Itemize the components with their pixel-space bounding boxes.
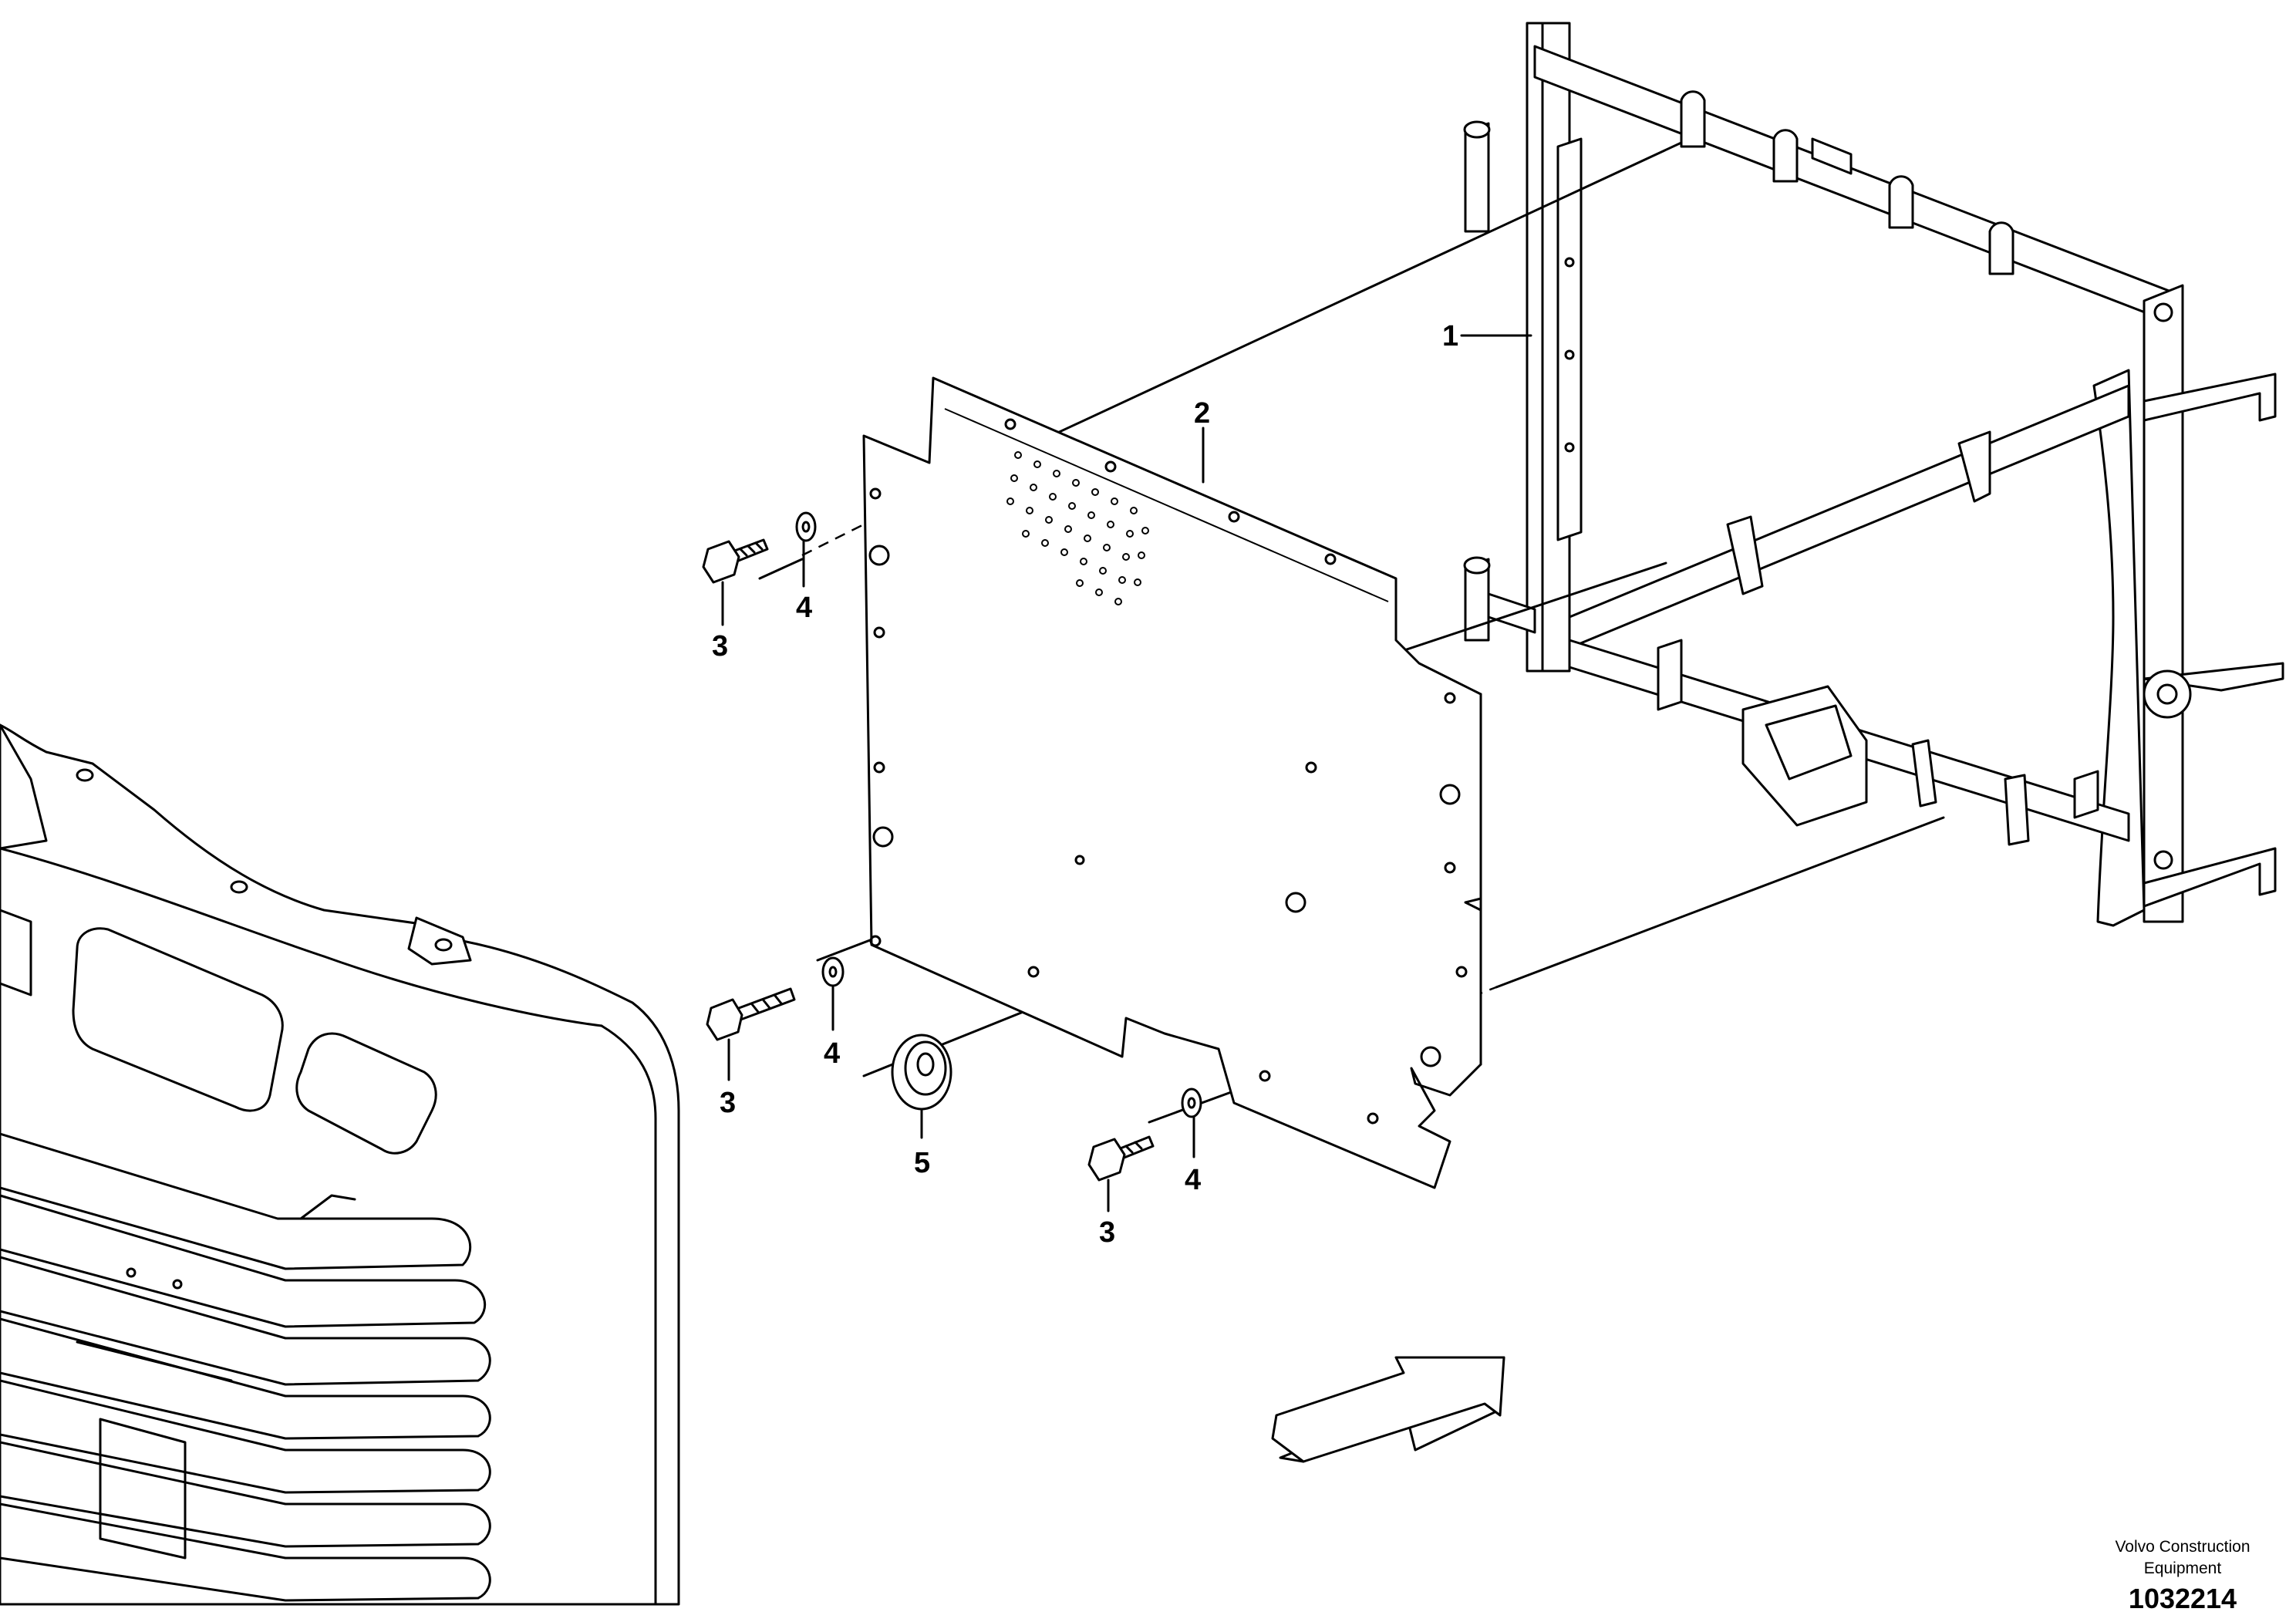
callout-1: 1 <box>1442 320 1458 352</box>
brand-name: Volvo Construction <box>2115 1538 2250 1556</box>
arrow-icon <box>1271 1356 1505 1463</box>
callout-4-middle: 4 <box>824 1037 840 1070</box>
brand-subtitle: Equipment <box>2144 1560 2222 1577</box>
callout-leaders <box>721 334 1532 1212</box>
callout-3-lower: 3 <box>1099 1216 1115 1249</box>
callout-3-top: 3 <box>712 630 728 663</box>
screw-lower <box>1087 1135 1155 1182</box>
callout-4-top: 4 <box>796 592 812 624</box>
callout-5: 5 <box>914 1147 930 1179</box>
radiator-frame <box>1463 22 2284 927</box>
screw-middle <box>706 987 796 1041</box>
drawing-number: 1032214 <box>2129 1583 2237 1614</box>
cover-plate <box>862 376 1482 1189</box>
washer-middle <box>821 956 845 987</box>
screw-top <box>702 538 769 584</box>
washer-top <box>795 511 817 542</box>
callout-2: 2 <box>1194 397 1210 430</box>
washer-lower <box>1181 1088 1202 1118</box>
grommet <box>891 1034 952 1111</box>
callout-3-middle: 3 <box>720 1087 736 1119</box>
ventilation-perforations <box>1006 451 1149 605</box>
fasteners <box>702 511 1202 1182</box>
front-grille <box>0 723 680 1606</box>
callout-4-lower: 4 <box>1185 1164 1201 1196</box>
